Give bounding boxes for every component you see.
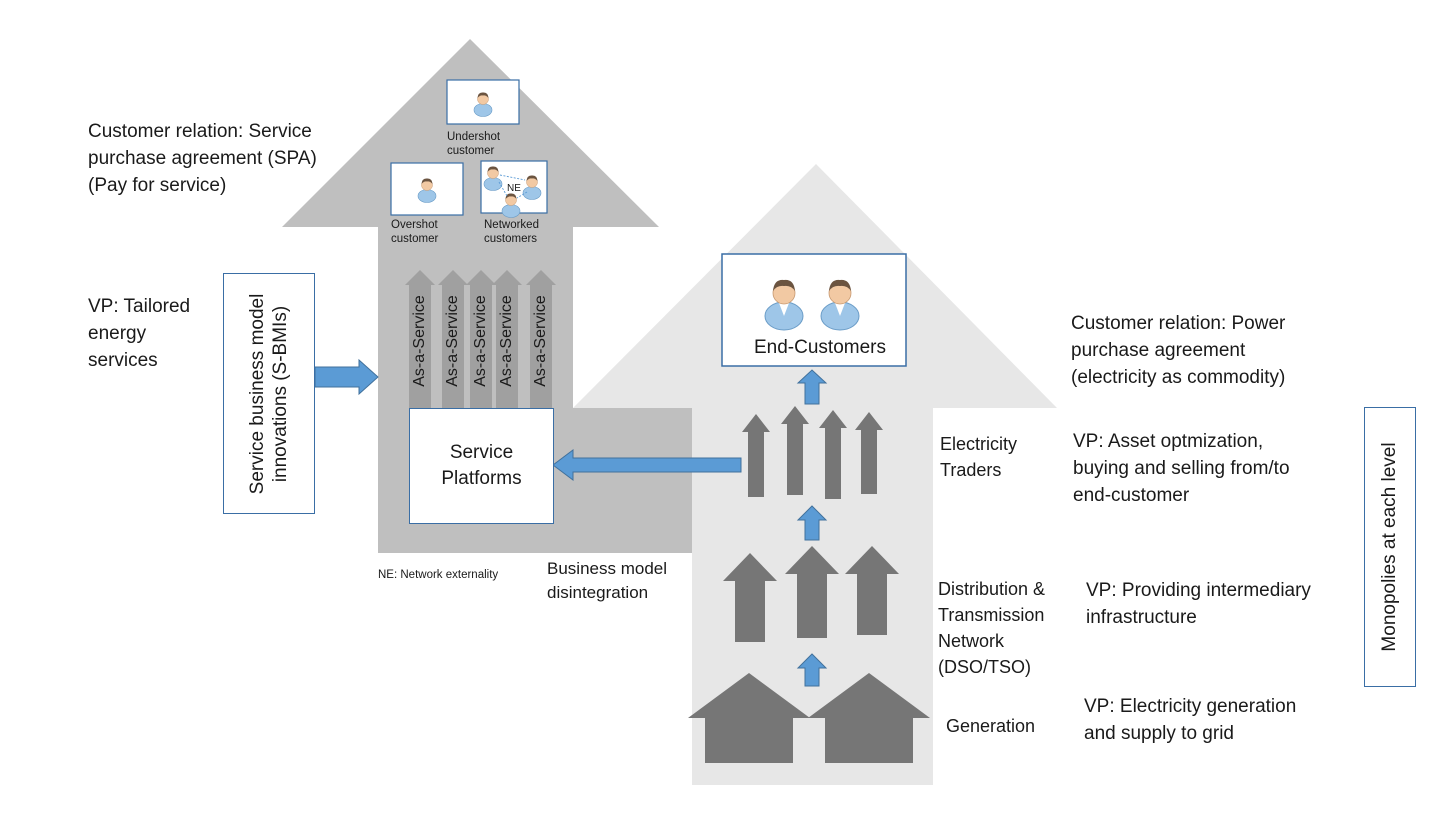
power-relation-line-2: purchase agreement (1071, 340, 1246, 361)
as-a-service-label: As-a-Service (472, 295, 489, 387)
generation-arrow-1 (688, 673, 810, 763)
generation-arrow-2 (808, 673, 930, 763)
overshot-line-1: Overshot (391, 219, 438, 231)
service-relation-line-3: (Pay for service) (88, 175, 227, 196)
disintegration-line-1: Business model (547, 559, 668, 578)
vp-traders: VP: Asset optmization, buying and sellin… (1073, 428, 1290, 509)
monopolies-box (1364, 407, 1416, 687)
traders-line-2: Traders (940, 460, 1002, 480)
up-arrow-network (796, 653, 828, 687)
generation-label: Generation (946, 716, 1036, 736)
disintegration-line-2: disintegration (547, 583, 649, 602)
network-arrow (845, 546, 899, 635)
as-a-service-label: As-a-Service (411, 295, 428, 387)
undershot-line-2: customer (447, 145, 495, 157)
as-a-service-arrow (438, 270, 468, 408)
network-arrow (723, 553, 777, 642)
undershot-caption: Undershot customer (447, 130, 500, 158)
networked-caption: Networked customers (484, 218, 539, 246)
power-relation-line-1: Customer relation: Power (1071, 313, 1286, 334)
monopolies-label: Monopolies at each level (1379, 442, 1400, 652)
as-a-service-arrow (526, 270, 556, 408)
ne-label: NE (507, 183, 521, 194)
network-line-1: Distribution & (938, 579, 1046, 599)
overshot-customer-box (390, 162, 464, 216)
platform-arrow (552, 449, 742, 481)
network-links (498, 174, 528, 199)
vp-tailored-line-3: services (88, 350, 158, 371)
as-a-service-label: As-a-Service (498, 295, 515, 387)
trader-arrow (742, 414, 770, 497)
as-a-service-arrows (405, 270, 556, 408)
end-customers-box (721, 253, 907, 367)
platform-line-2: Platforms (441, 468, 522, 489)
vp-traders-line-3: end-customer (1073, 485, 1190, 506)
as-a-service-arrow (405, 270, 435, 408)
vp-tailored-line-1: VP: Tailored (88, 296, 191, 317)
vp-generation: VP: Electricity generation and supply to… (1084, 693, 1296, 747)
network-label: Distribution & Transmission Network (DSO… (938, 576, 1045, 680)
vp-generation-line-1: VP: Electricity generation (1084, 696, 1297, 717)
sbmi-arrow (314, 358, 379, 396)
vp-network: VP: Providing intermediary infrastructur… (1086, 577, 1311, 631)
vp-network-line-1: VP: Providing intermediary (1086, 580, 1311, 601)
network-line-3: Network (938, 631, 1005, 651)
vp-tailored-services: VP: Tailored energy services (88, 293, 190, 374)
power-house-shape (573, 164, 1057, 785)
as-a-service-label: As-a-Service (444, 295, 461, 387)
power-relation-line-3: (electricity as commodity) (1071, 367, 1286, 388)
traders-label: Electricity Traders (940, 431, 1017, 483)
sbmi-label: Service business model innovations (S-BM… (246, 274, 292, 514)
network-arrow (785, 546, 839, 638)
service-customer-relation: Customer relation: Service purchase agre… (88, 118, 317, 199)
sbmi-box (223, 273, 315, 514)
up-arrow-end-customers (796, 369, 828, 405)
ne-footnote: NE: Network externality (378, 569, 499, 581)
as-a-service-arrow (466, 270, 496, 408)
trader-arrow (855, 412, 883, 494)
sbmi-line-1: Service business model (247, 293, 268, 495)
vp-network-line-2: infrastructure (1086, 607, 1197, 628)
network-line-2: Transmission (938, 605, 1045, 625)
business-model-disintegration: Business model disintegration (547, 557, 667, 605)
vp-tailored-line-2: energy (88, 323, 147, 344)
service-relation-line-1: Customer relation: Service (88, 121, 312, 142)
traders-line-1: Electricity (940, 434, 1018, 454)
overshot-caption: Overshot customer (391, 218, 438, 246)
vp-generation-line-2: and supply to grid (1084, 723, 1234, 744)
dark-arrows-group (723, 406, 899, 642)
vp-traders-line-1: VP: Asset optmization, (1073, 431, 1264, 452)
networked-line-1: Networked (484, 219, 539, 231)
power-customer-relation: Customer relation: Power purchase agreem… (1071, 310, 1285, 391)
trader-arrow (781, 406, 809, 495)
vp-traders-line-2: buying and selling from/to (1073, 458, 1290, 479)
as-a-service-arrow (492, 270, 522, 408)
trader-arrow (819, 410, 847, 499)
end-customers-label: End-Customers (754, 337, 886, 358)
platform-line-1: Service (449, 442, 514, 463)
network-line-4: (DSO/TSO) (938, 657, 1031, 677)
undershot-line-1: Undershot (447, 131, 501, 143)
sbmi-line-2: innovations (S-BMIs) (270, 305, 291, 483)
overshot-line-2: customer (391, 233, 439, 245)
as-a-service-label: As-a-Service (532, 295, 549, 387)
networked-line-2: customers (484, 233, 538, 245)
up-arrow-traders (796, 505, 828, 541)
service-relation-line-2: purchase agreement (SPA) (88, 148, 317, 169)
service-platforms-box: Service Platforms (409, 408, 554, 524)
